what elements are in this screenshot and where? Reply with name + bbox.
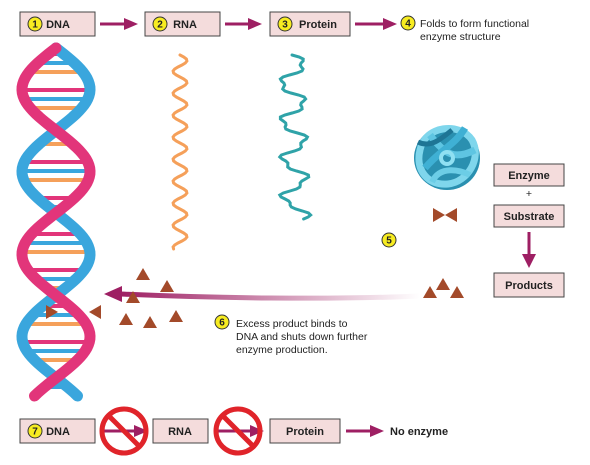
protein-chain <box>277 53 313 221</box>
step-2-badge <box>152 16 168 32</box>
dna-strand-pink <box>16 42 96 402</box>
no-enzyme-label: No enzyme <box>390 426 448 438</box>
products-label: Products <box>505 280 553 292</box>
feedback-description-line2: DNA and shuts down further <box>236 331 368 343</box>
feedback-description-line3: enzyme production. <box>236 344 328 356</box>
enzyme-label: Enzyme <box>508 170 550 182</box>
reaction-panel: Enzyme + Substrate Products <box>493 163 565 298</box>
step-6-badge <box>214 314 230 330</box>
rna-box: 2 RNA <box>144 11 221 37</box>
rna-label: RNA <box>173 19 197 31</box>
folded-enzyme <box>414 125 480 190</box>
arrow-protein-to-fold <box>355 18 397 30</box>
step-7-badge <box>27 423 43 439</box>
fold-step: 4 Folds to form functional enzyme struct… <box>400 15 529 43</box>
feedback-step: 6 Excess product binds to DNA and shuts … <box>214 314 368 356</box>
protein-label: Protein <box>299 19 337 31</box>
products-box: Products <box>493 272 565 298</box>
step-2-number: 2 <box>157 20 163 31</box>
protein-box: 3 Protein <box>269 11 351 37</box>
arrow-to-products <box>522 232 536 268</box>
feedback-arrow <box>104 286 421 302</box>
step-1-number: 1 <box>32 20 38 31</box>
substrate-label: Substrate <box>504 211 555 223</box>
dna-box: 1 DNA <box>19 11 96 37</box>
fold-description-line1: Folds to form functional <box>420 18 529 30</box>
no-symbol-1 <box>99 406 149 456</box>
blocked-row: 7 DNA RNA Protein No en <box>19 406 448 456</box>
arrow-rna-to-protein <box>225 18 262 30</box>
step-5-badge <box>381 232 397 248</box>
product-cluster-left <box>119 268 183 328</box>
blocked-protein-box: Protein <box>269 418 341 444</box>
arrow-to-no-enzyme <box>346 425 384 437</box>
rna-strand <box>171 53 189 251</box>
product-cluster-right <box>423 278 464 298</box>
blocked-dna-label: DNA <box>46 426 70 438</box>
step-5: 5 <box>381 232 397 248</box>
dna-strand-blue <box>16 42 96 402</box>
step-1-badge <box>27 16 43 32</box>
substrate-box: Substrate <box>493 204 565 228</box>
step-3-number: 3 <box>282 20 288 31</box>
step-4-number: 4 <box>405 19 411 30</box>
step-5-number: 5 <box>386 236 392 247</box>
substrate-bowtie <box>433 208 457 222</box>
blocked-dna-box: 7 DNA <box>19 418 96 444</box>
blocked-protein-label: Protein <box>286 426 324 438</box>
fold-description-line2: enzyme structure <box>420 31 501 43</box>
pathway-row: 1 DNA 2 RNA 3 Protein <box>19 11 529 43</box>
plus-sign: + <box>526 188 532 200</box>
blocked-rna-label: RNA <box>168 426 192 438</box>
dna-helix <box>16 42 96 402</box>
step-4-badge <box>400 15 416 31</box>
blocked-rna-box: RNA <box>152 418 209 444</box>
step-6-number: 6 <box>219 318 225 329</box>
bound-product <box>46 305 101 319</box>
feedback-description-line1: Excess product binds to <box>236 318 348 330</box>
dna-label: DNA <box>46 19 70 31</box>
arrow-dna-to-rna <box>100 18 138 30</box>
no-symbol-2 <box>213 406 264 456</box>
step-7-number: 7 <box>32 427 38 438</box>
enzyme-box: Enzyme <box>493 163 565 187</box>
step-3-badge <box>277 16 293 32</box>
